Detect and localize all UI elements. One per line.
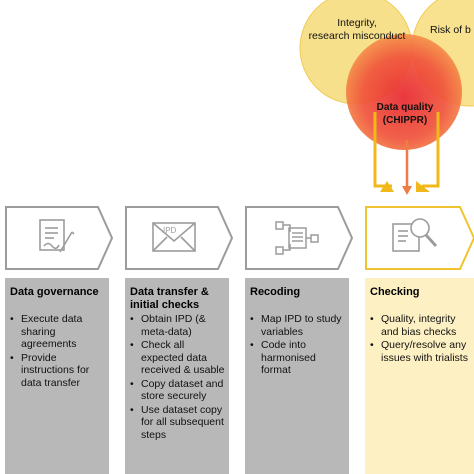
list-item: Code into harmonised format xyxy=(250,339,348,377)
list-item: Execute data sharing agreements xyxy=(10,313,106,351)
chevron-checking xyxy=(365,206,474,270)
recoding-list: Map IPD to study variables Code into har… xyxy=(250,313,348,378)
data-quality-circle xyxy=(346,34,462,150)
document-magnifier-icon xyxy=(392,218,438,252)
list-item: Quality, integrity and bias checks xyxy=(370,313,470,338)
bias-label: Risk of b xyxy=(430,24,471,36)
chevron-data-transfer xyxy=(125,206,234,270)
checking-list: Quality, integrity and bias checks Query… xyxy=(370,313,470,365)
envelope-icon-label: IPD xyxy=(163,226,177,235)
data-governance-list: Execute data sharing agreements Provide … xyxy=(10,313,106,390)
data-quality-label: Data quality (CHIPPR) xyxy=(376,102,434,126)
list-item: Query/resolve any issues with trialists xyxy=(370,339,470,364)
list-item: Obtain IPD (& meta-data) xyxy=(130,313,226,338)
list-item: Use dataset copy for all subsequent step… xyxy=(130,404,226,442)
box-checking xyxy=(365,278,474,474)
list-item: Map IPD to study variables xyxy=(250,313,348,338)
data-transfer-list: Obtain IPD (& meta-data) Check all expec… xyxy=(130,313,226,442)
contract-signing-icon xyxy=(39,219,75,253)
checking-header: Checking xyxy=(370,286,420,298)
list-item: Check all expected data received & usabl… xyxy=(130,339,226,377)
chevron-recoding xyxy=(245,206,354,270)
document-flow-icon xyxy=(275,221,319,255)
data-governance-header: Data governance xyxy=(10,286,99,298)
chevron-data-governance xyxy=(5,206,114,270)
venn-to-checking-arrows xyxy=(373,112,440,195)
integrity-label: Integrity, research misconduct xyxy=(308,17,406,42)
list-item: Copy dataset and store securely xyxy=(130,378,226,403)
recoding-header: Recoding xyxy=(250,286,301,298)
data-transfer-header: Data transfer & initial checks xyxy=(130,286,209,311)
envelope-icon xyxy=(152,222,196,252)
list-item: Provide instructions for data transfer xyxy=(10,352,106,390)
